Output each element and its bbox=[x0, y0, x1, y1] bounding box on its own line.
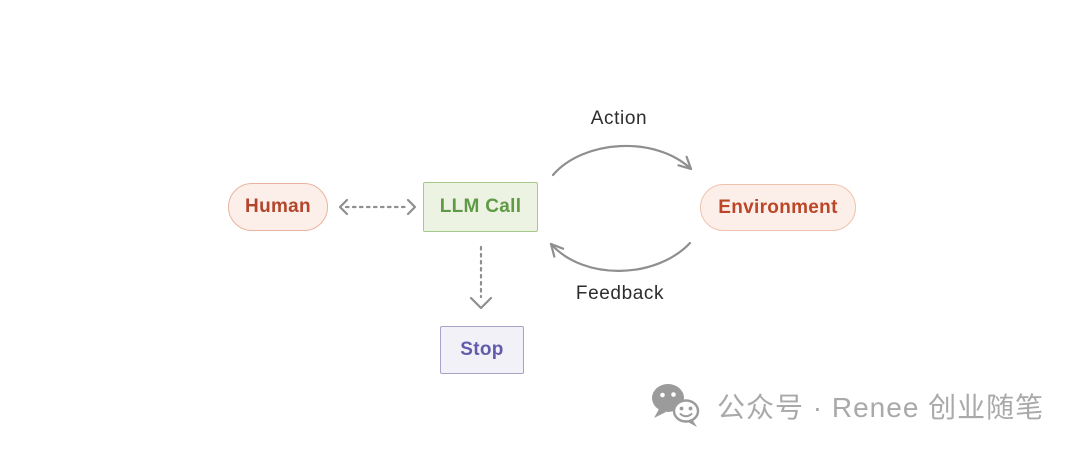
wechat-icon bbox=[652, 384, 700, 427]
node-environment: Environment bbox=[700, 184, 856, 231]
node-stop: Stop bbox=[440, 326, 524, 374]
action-edge-label: Action bbox=[590, 108, 648, 129]
node-human-label: Human bbox=[245, 196, 311, 217]
node-human: Human bbox=[228, 183, 328, 231]
feedback-curved-arrow bbox=[549, 241, 692, 272]
feedback-edge-label: Feedback bbox=[575, 283, 665, 304]
human-llm-dashed-arrow bbox=[338, 198, 417, 216]
node-llm-call: LLM Call bbox=[423, 182, 538, 232]
node-environment-label: Environment bbox=[718, 196, 838, 218]
watermark: 公众号 · Renee 创业随笔 bbox=[648, 382, 1044, 430]
node-llm-call-label: LLM Call bbox=[439, 196, 522, 217]
action-curved-arrow bbox=[551, 144, 693, 177]
watermark-text: 公众号 · Renee 创业随笔 bbox=[717, 392, 1045, 423]
node-stop-label: Stop bbox=[460, 339, 504, 360]
llm-stop-dashed-arrow bbox=[469, 245, 493, 310]
